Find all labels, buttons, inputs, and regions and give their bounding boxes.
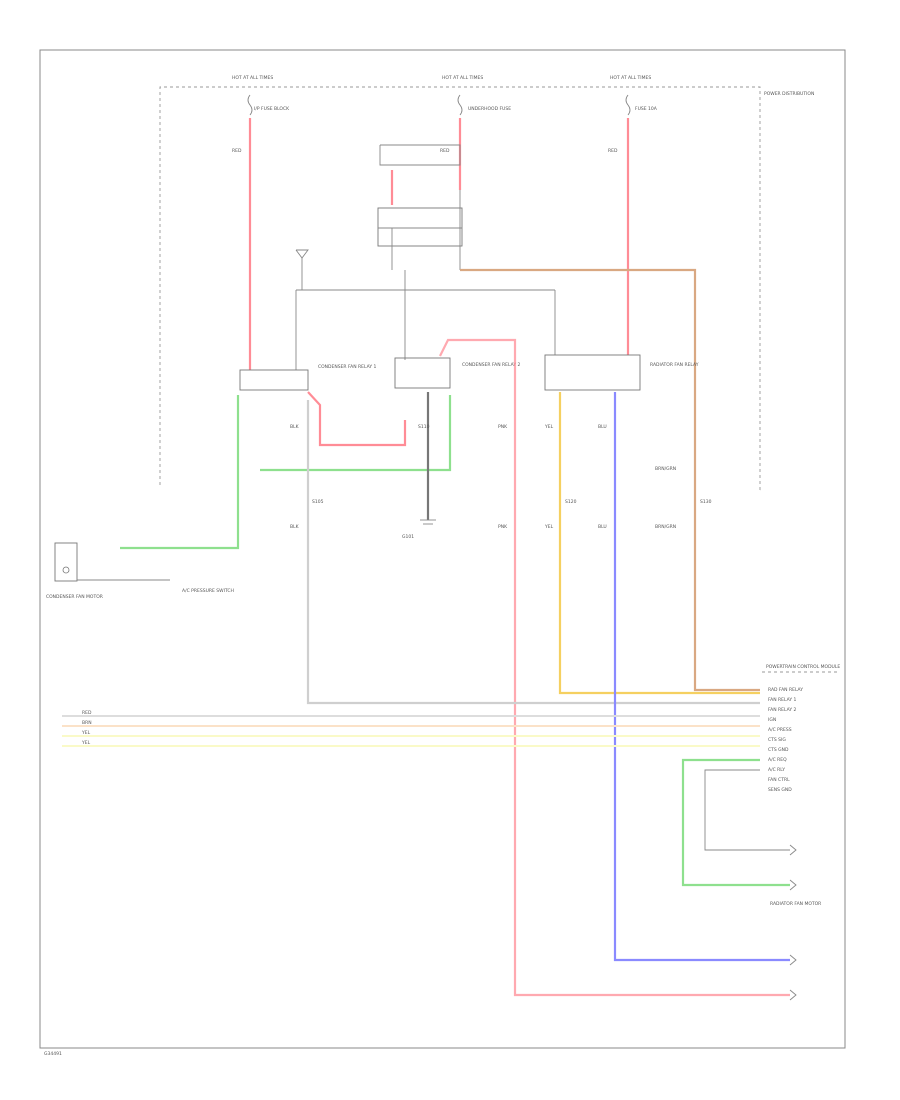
svg-text:CONDENSER FAN MOTOR: CONDENSER FAN MOTOR (46, 594, 103, 600)
svg-text:A/C RLY: A/C RLY (768, 767, 785, 773)
svg-text:RADIATOR FAN RELAY: RADIATOR FAN RELAY (650, 362, 699, 368)
wire-label-blu-2: BLU (598, 524, 607, 530)
svg-text:FAN CTRL: FAN CTRL (768, 777, 790, 783)
relay-upper-box (377, 207, 463, 247)
blue-wire (613, 392, 790, 962)
power-distribution-boundary (159, 86, 761, 490)
fuse-label-2: HOT AT ALL TIMES (442, 75, 483, 81)
wire-label-blk-2: BLK (290, 524, 300, 530)
svg-text:CONDENSER FAN RELAY 2: CONDENSER FAN RELAY 2 (462, 362, 521, 368)
fuse-icon (247, 94, 631, 116)
wire-label-yel-2: YEL (544, 524, 554, 530)
ground-symbol-top (295, 249, 309, 259)
wire-label-pnk-1: PNK (498, 424, 508, 430)
condenser-fan-motor: CONDENSER FAN MOTOR (46, 542, 103, 600)
fuse-label-1: HOT AT ALL TIMES (232, 75, 273, 81)
svg-text:POWERTRAIN CONTROL MODULE: POWERTRAIN CONTROL MODULE (766, 664, 840, 670)
wire-label-red-center: RED (440, 148, 450, 154)
relay-center: CONDENSER FAN RELAY 2 (394, 357, 521, 389)
fuse-desc-2: UNDERHOOD FUSE (468, 106, 511, 112)
ground-icon (420, 519, 436, 525)
relay-left: CONDENSER FAN RELAY 1 (239, 364, 377, 391)
fuse-desc-3: FUSE 10A (635, 106, 658, 112)
gray-wire-pcm (306, 400, 760, 705)
splice-left: S105 (312, 499, 324, 505)
svg-text:IGN: IGN (768, 717, 776, 723)
wire-label-blk-1: BLK (290, 424, 300, 430)
green-wire-left (120, 395, 240, 550)
svg-text:RED: RED (82, 710, 92, 716)
svg-text:RAD FAN RELAY: RAD FAN RELAY (768, 687, 803, 693)
svg-text:A/C REQ: A/C REQ (768, 757, 787, 763)
sensor-lead (704, 769, 790, 851)
svg-text:YEL: YEL (81, 740, 91, 746)
pink-wire-long (439, 338, 790, 997)
relay-right: RADIATOR FAN RELAY (544, 354, 699, 391)
wire-label-brn-1: BRN/GRN (655, 466, 676, 472)
orange-wire (460, 268, 760, 692)
svg-text:CONDENSER FAN RELAY 1: CONDENSER FAN RELAY 1 (318, 364, 377, 370)
splice-right: S120 (565, 499, 577, 505)
wire-label-yel-1: YEL (544, 424, 554, 430)
svg-text:FAN RELAY 1: FAN RELAY 1 (768, 697, 797, 703)
wire-label-pnk-2: PNK (498, 524, 508, 530)
svg-text:CTS GND: CTS GND (768, 747, 789, 753)
svg-text:YEL: YEL (81, 730, 91, 736)
fuse-label-3: HOT AT ALL TIMES (610, 75, 651, 81)
svg-text:SENS GND: SENS GND (768, 787, 792, 793)
diagram-frame (39, 49, 846, 1049)
svg-text:CTS SIG: CTS SIG (768, 737, 786, 743)
pressure-switch-label: A/C PRESSURE SWITCH (182, 588, 234, 594)
splice-far-right: S130 (700, 499, 712, 505)
wire-label-blu-1: BLU (598, 424, 607, 430)
wire-label-brn-2: BRN/GRN (655, 524, 676, 530)
left-bus: RED BRN YEL YEL (62, 710, 760, 747)
svg-text:FAN RELAY 2: FAN RELAY 2 (768, 707, 797, 713)
radiator-fan-motor-label: RADIATOR FAN MOTOR (770, 901, 821, 907)
fuse-desc-1: I/P FUSE BLOCK (254, 106, 290, 112)
pcm-connector: POWERTRAIN CONTROL MODULE RAD FAN RELAY … (762, 664, 840, 793)
red-wire-relay-link (307, 391, 407, 447)
splice-center: S110 (418, 424, 430, 430)
wire-label-red-right: RED (608, 148, 618, 154)
connector-box-upper (379, 144, 461, 166)
ground-label: G101 (402, 534, 414, 540)
svg-text:A/C PRESS: A/C PRESS (768, 727, 792, 733)
green-wire-center (260, 395, 452, 472)
power-distribution-note: POWER DISTRIBUTION (764, 91, 814, 97)
yellow-wire (558, 392, 760, 695)
footer-code: G34491 (44, 1051, 62, 1057)
green-wire-right (681, 758, 790, 887)
connector-icon (789, 844, 797, 1001)
svg-text:BRN: BRN (82, 720, 92, 726)
wire-label-red-left: RED (232, 148, 242, 154)
